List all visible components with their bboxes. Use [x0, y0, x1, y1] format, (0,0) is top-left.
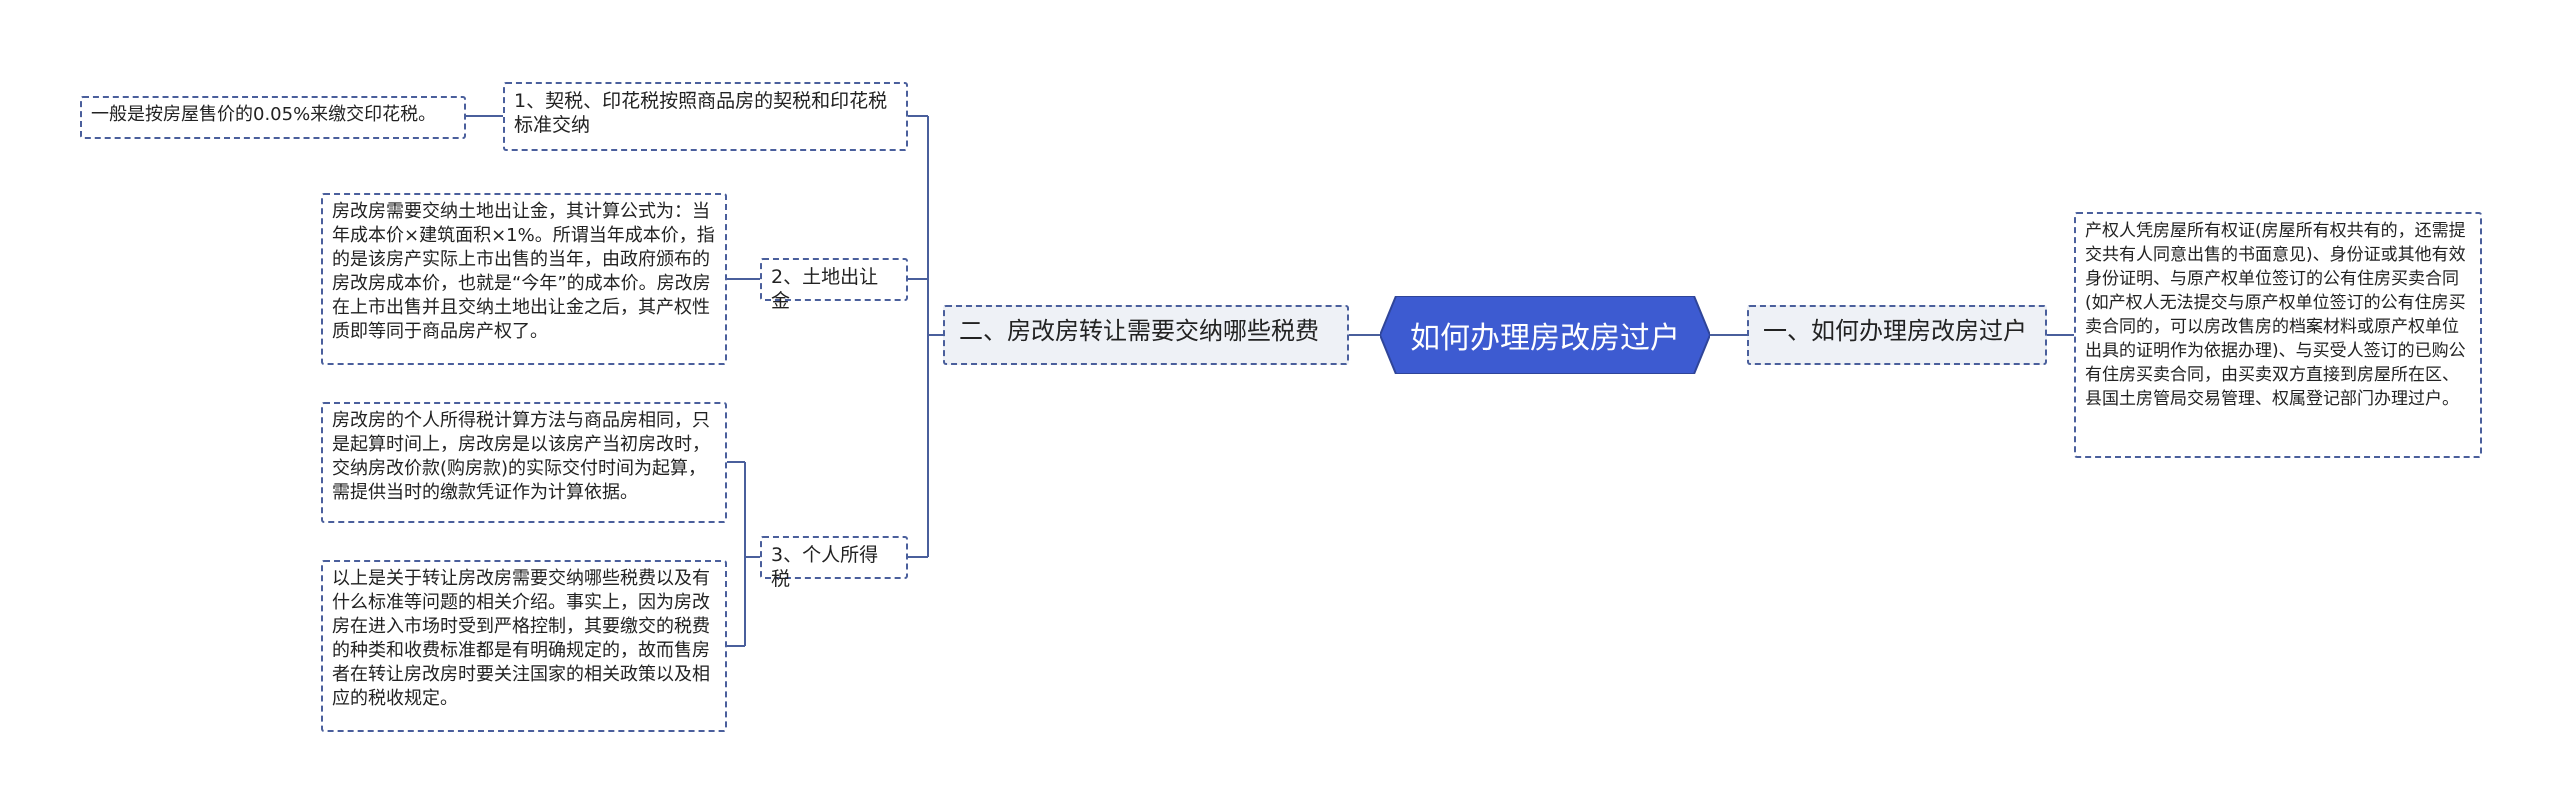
- root-hexagon-shape: [1380, 296, 1710, 374]
- tax-item-land-fee[interactable]: 2、土地出让金: [760, 258, 908, 312]
- summary-note[interactable]: 以上是关于转让房改房需要交纳哪些税费以及有什么标准等问题的相关介绍。事实上，因为…: [321, 560, 727, 732]
- tax-item-land-fee-detail[interactable]: 房改房需要交纳土地出让金，其计算公式为：当年成本价×建筑面积×1%。所谓当年成本…: [321, 193, 727, 365]
- root-topic-label: 如何办理房改房过户: [1410, 321, 1680, 356]
- tax-item-deed-stamp-detail[interactable]: 一般是按房屋售价的0.05%来缴交印花税。: [80, 96, 466, 139]
- tax-item-income-tax-detail[interactable]: 房改房的个人所得税计算方法与商品房相同，只是起算时间上，房改房是以该房产当初房改…: [321, 402, 727, 523]
- tax-item-income-tax[interactable]: 3、个人所得税: [760, 536, 908, 590]
- branch-taxes-fees[interactable]: 二、房改房转让需要交纳哪些税费: [943, 305, 1349, 365]
- branch-how-to-transfer-detail[interactable]: 产权人凭房屋所有权证(房屋所有权共有的，还需提交共有人同意出售的书面意见)、身份…: [2074, 212, 2482, 458]
- branch-how-to-transfer[interactable]: 一、如何办理房改房过户: [1747, 305, 2047, 365]
- tax-item-deed-stamp[interactable]: 1、契税、印花税按照商品房的契税和印花税标准交纳: [503, 82, 908, 151]
- root-topic[interactable]: 如何办理房改房过户: [1380, 296, 1710, 374]
